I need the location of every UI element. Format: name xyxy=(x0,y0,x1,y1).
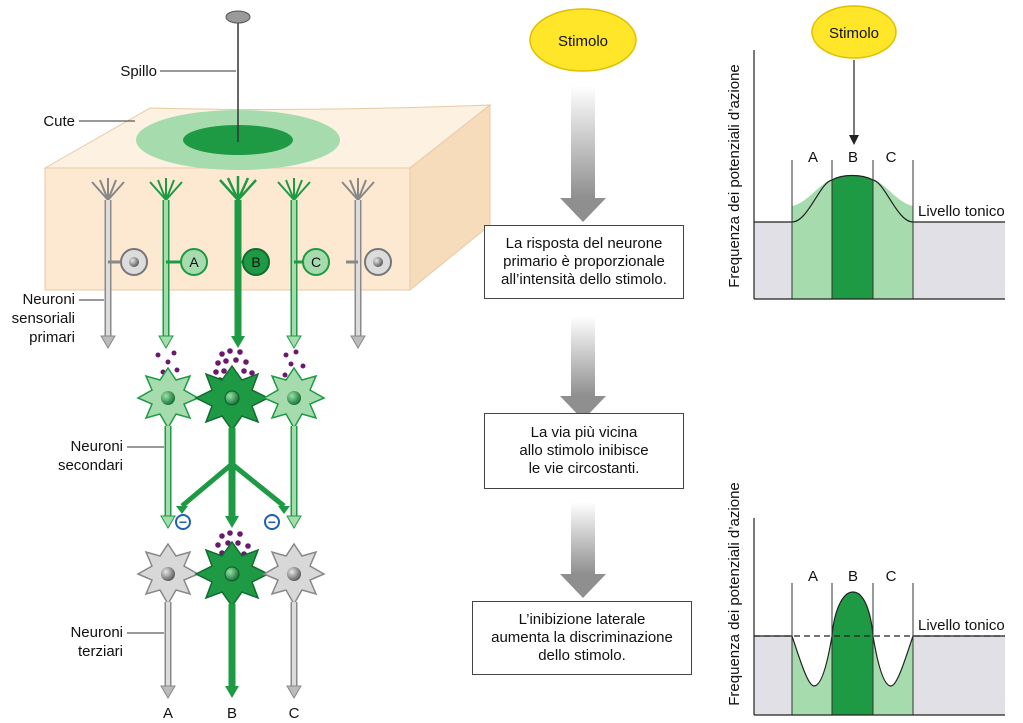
graph1-stimulus-ellipse xyxy=(811,5,897,59)
label-neuroni-primari: Neuroni sensoriali primari xyxy=(12,291,104,346)
flow-arrow-2 xyxy=(560,316,606,420)
flow-step-2-box: La via più vicina allo stimolo inibisce … xyxy=(484,413,684,489)
svg-text:Neuroni: Neuroni xyxy=(70,438,123,455)
graph1-region-label-b: B xyxy=(848,149,858,166)
bottom-label-b: B xyxy=(227,705,237,722)
flow-step-2-line-3: le vie circostanti. xyxy=(528,460,640,477)
bottom-label-a: A xyxy=(163,705,173,722)
flow-step-2-line-2: allo stimolo inibisce xyxy=(519,442,649,459)
flow-step-1-line-2: primario è proporzionale xyxy=(503,253,665,270)
graph1-region-label-c: C xyxy=(886,149,897,166)
flow-stimulus: Stimolo xyxy=(529,8,637,72)
inhibition-symbol-a: − xyxy=(175,514,191,530)
svg-text:Spillo: Spillo xyxy=(120,63,157,80)
svg-text:sensoriali: sensoriali xyxy=(12,310,75,327)
flow-arrow-1 xyxy=(560,86,606,222)
primary-soma-a xyxy=(180,248,208,276)
primary-neuron-c xyxy=(277,178,311,349)
svg-text:Neuroni: Neuroni xyxy=(22,291,75,308)
graph2-region-b xyxy=(832,592,873,715)
graph2-region-a xyxy=(792,636,832,715)
graph2-ylabel: Frequenza dei potenziali d’azione xyxy=(726,482,743,705)
flow-arrow-3 xyxy=(560,502,606,598)
svg-text:Neuroni: Neuroni xyxy=(70,624,123,641)
flow-step-3-line-2: aumenta la discriminazione xyxy=(491,629,673,646)
graph1-tonic-right xyxy=(913,222,1005,299)
primary-label-b: B xyxy=(251,254,260,270)
svg-text:Stimolo: Stimolo xyxy=(558,33,608,50)
graph1-tonic-label: Livello tonico xyxy=(918,203,1005,220)
primary-label-a: A xyxy=(189,254,199,270)
inhibition-sign-c: − xyxy=(268,514,276,530)
inhibition-symbol-c: − xyxy=(264,514,280,530)
svg-text:secondari: secondari xyxy=(58,457,123,474)
pin xyxy=(225,10,251,142)
flow-step-1-line-3: all’intensità dello stimolo. xyxy=(501,271,667,288)
graph1-stimulus-label: Stimolo xyxy=(829,25,879,42)
primary-neuron-a xyxy=(149,178,183,349)
flow-step-3-line-3: dello stimolo. xyxy=(538,647,626,664)
graph1-ylabel: Frequenza dei potenziali d’azione xyxy=(726,64,743,287)
label-spillo: Spillo xyxy=(120,63,236,80)
primary-soma-c xyxy=(302,248,330,276)
svg-text:primari: primari xyxy=(29,329,75,346)
graph2-tonic-left xyxy=(754,636,792,715)
primary-soma-b xyxy=(242,248,270,276)
graph1-region-c xyxy=(873,180,913,299)
svg-text:terziari: terziari xyxy=(78,643,123,660)
primary-neuron-b xyxy=(219,176,257,348)
bottom-label-c: C xyxy=(289,705,300,722)
graph1-region-label-a: A xyxy=(808,149,818,166)
primary-label-c: C xyxy=(311,254,321,270)
secondary-neuron-a xyxy=(136,366,200,529)
flow-step-3-box: L’inibizione laterale aumenta la discrim… xyxy=(472,601,692,675)
graph1-tonic-left xyxy=(754,222,792,299)
primary-neuron-outer-left xyxy=(91,178,148,349)
inhibition-sign-a: − xyxy=(179,514,187,530)
label-neuroni-terziari: Neuroni terziari xyxy=(70,624,164,660)
flow-step-2-line-1: La via più vicina xyxy=(530,424,638,441)
primary-neuron-outer-right xyxy=(341,178,392,349)
flow-step-3-line-1: L’inibizione laterale xyxy=(518,611,646,628)
tertiary-neuron-a xyxy=(136,542,200,699)
secondary-neuron-c xyxy=(262,366,326,529)
secondary-neuron-b xyxy=(176,364,290,528)
svg-text:Cute: Cute xyxy=(43,113,75,130)
flow-step-1-box: La risposta del neurone primario è propo… xyxy=(484,225,684,299)
tertiary-neuron-c xyxy=(262,542,326,699)
graph-1: A B C Livello tonico Frequenza dei poten… xyxy=(726,5,1005,300)
label-neuroni-secondari: Neuroni secondari xyxy=(58,438,164,474)
label-cute: Cute xyxy=(43,113,135,130)
graph2-tonic-right xyxy=(913,636,1005,715)
graph2-region-c xyxy=(873,636,913,715)
tertiary-neuron-b xyxy=(194,540,270,698)
graph-2: A B C Livello tonico Frequenza dei poten… xyxy=(726,482,1005,716)
graph2-region-label-c: C xyxy=(886,568,897,585)
graph1-region-b xyxy=(832,175,873,299)
graph2-tonic-label: Livello tonico xyxy=(918,617,1005,634)
graph2-region-label-b: B xyxy=(848,568,858,585)
graph2-region-label-a: A xyxy=(808,568,818,585)
flow-step-1-line-1: La risposta del neurone xyxy=(505,235,663,252)
graph1-region-a xyxy=(792,180,832,299)
